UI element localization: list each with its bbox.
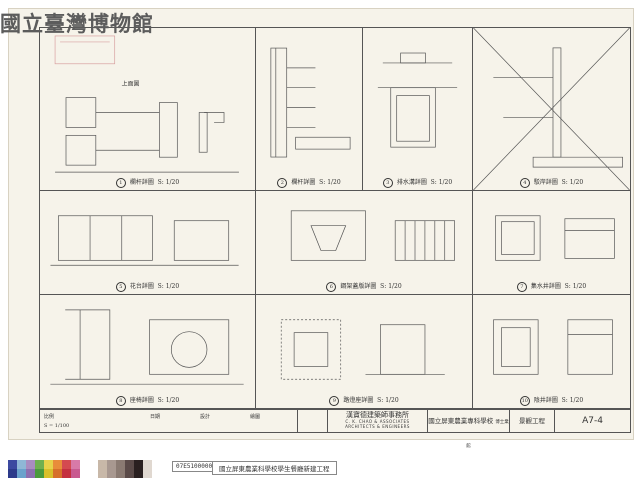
detail-drawing-3 xyxy=(377,52,458,148)
detail-drawing-1: 上面圖 xyxy=(54,35,239,173)
detail-drawing-2 xyxy=(270,47,351,158)
barcode-label: 07E5100000 xyxy=(172,461,217,472)
gray-patch xyxy=(125,460,134,478)
gray-patch xyxy=(134,460,143,478)
gray-patch xyxy=(107,460,116,478)
firm-name: 漢寶德建築師事務所 C. K. CHAO & ASSOCIATES ARCHIT… xyxy=(328,410,428,433)
detail-drawing-9 xyxy=(280,319,445,380)
gray-patch xyxy=(143,460,152,478)
title-block: 比例 S = 1/100 日期 設計 繪圖 漢寶德建築師事務所 C. K. CH… xyxy=(40,409,630,449)
color-calibration-bar xyxy=(8,460,152,478)
color-patch xyxy=(8,460,17,478)
revision-area: 比例 S = 1/100 日期 設計 繪圖 xyxy=(40,410,298,433)
color-patch xyxy=(62,460,71,478)
detail-drawing-10 xyxy=(493,319,613,375)
detail-num-1: 1 xyxy=(115,178,126,188)
color-patch xyxy=(44,460,53,478)
color-patch xyxy=(53,460,62,478)
detail-1-sub: 上面圖 xyxy=(122,80,140,88)
gray-patch xyxy=(98,460,107,478)
project-name: 國立屏東農業專科學校 博士業館 xyxy=(428,410,510,449)
detail-drawing-4 xyxy=(473,28,630,190)
color-patch xyxy=(26,460,35,478)
museum-logo: 國立臺灣博物館 xyxy=(0,11,154,36)
sheet-title: 景觀工程 xyxy=(510,410,555,433)
color-patch xyxy=(17,460,26,478)
detail-drawing-8 xyxy=(50,309,244,385)
color-patch xyxy=(71,460,80,478)
gray-patch xyxy=(116,460,125,478)
detail-drawing-7 xyxy=(495,215,615,261)
detail-drawing-6 xyxy=(290,210,455,261)
stamp-area xyxy=(298,410,328,433)
detail-drawing-5 xyxy=(50,215,239,266)
color-patch xyxy=(35,460,44,478)
institution-label: 國立屏東農業科學校學生餐廳新建工程 xyxy=(212,461,337,475)
drawing-number: A7-4 xyxy=(582,416,603,426)
